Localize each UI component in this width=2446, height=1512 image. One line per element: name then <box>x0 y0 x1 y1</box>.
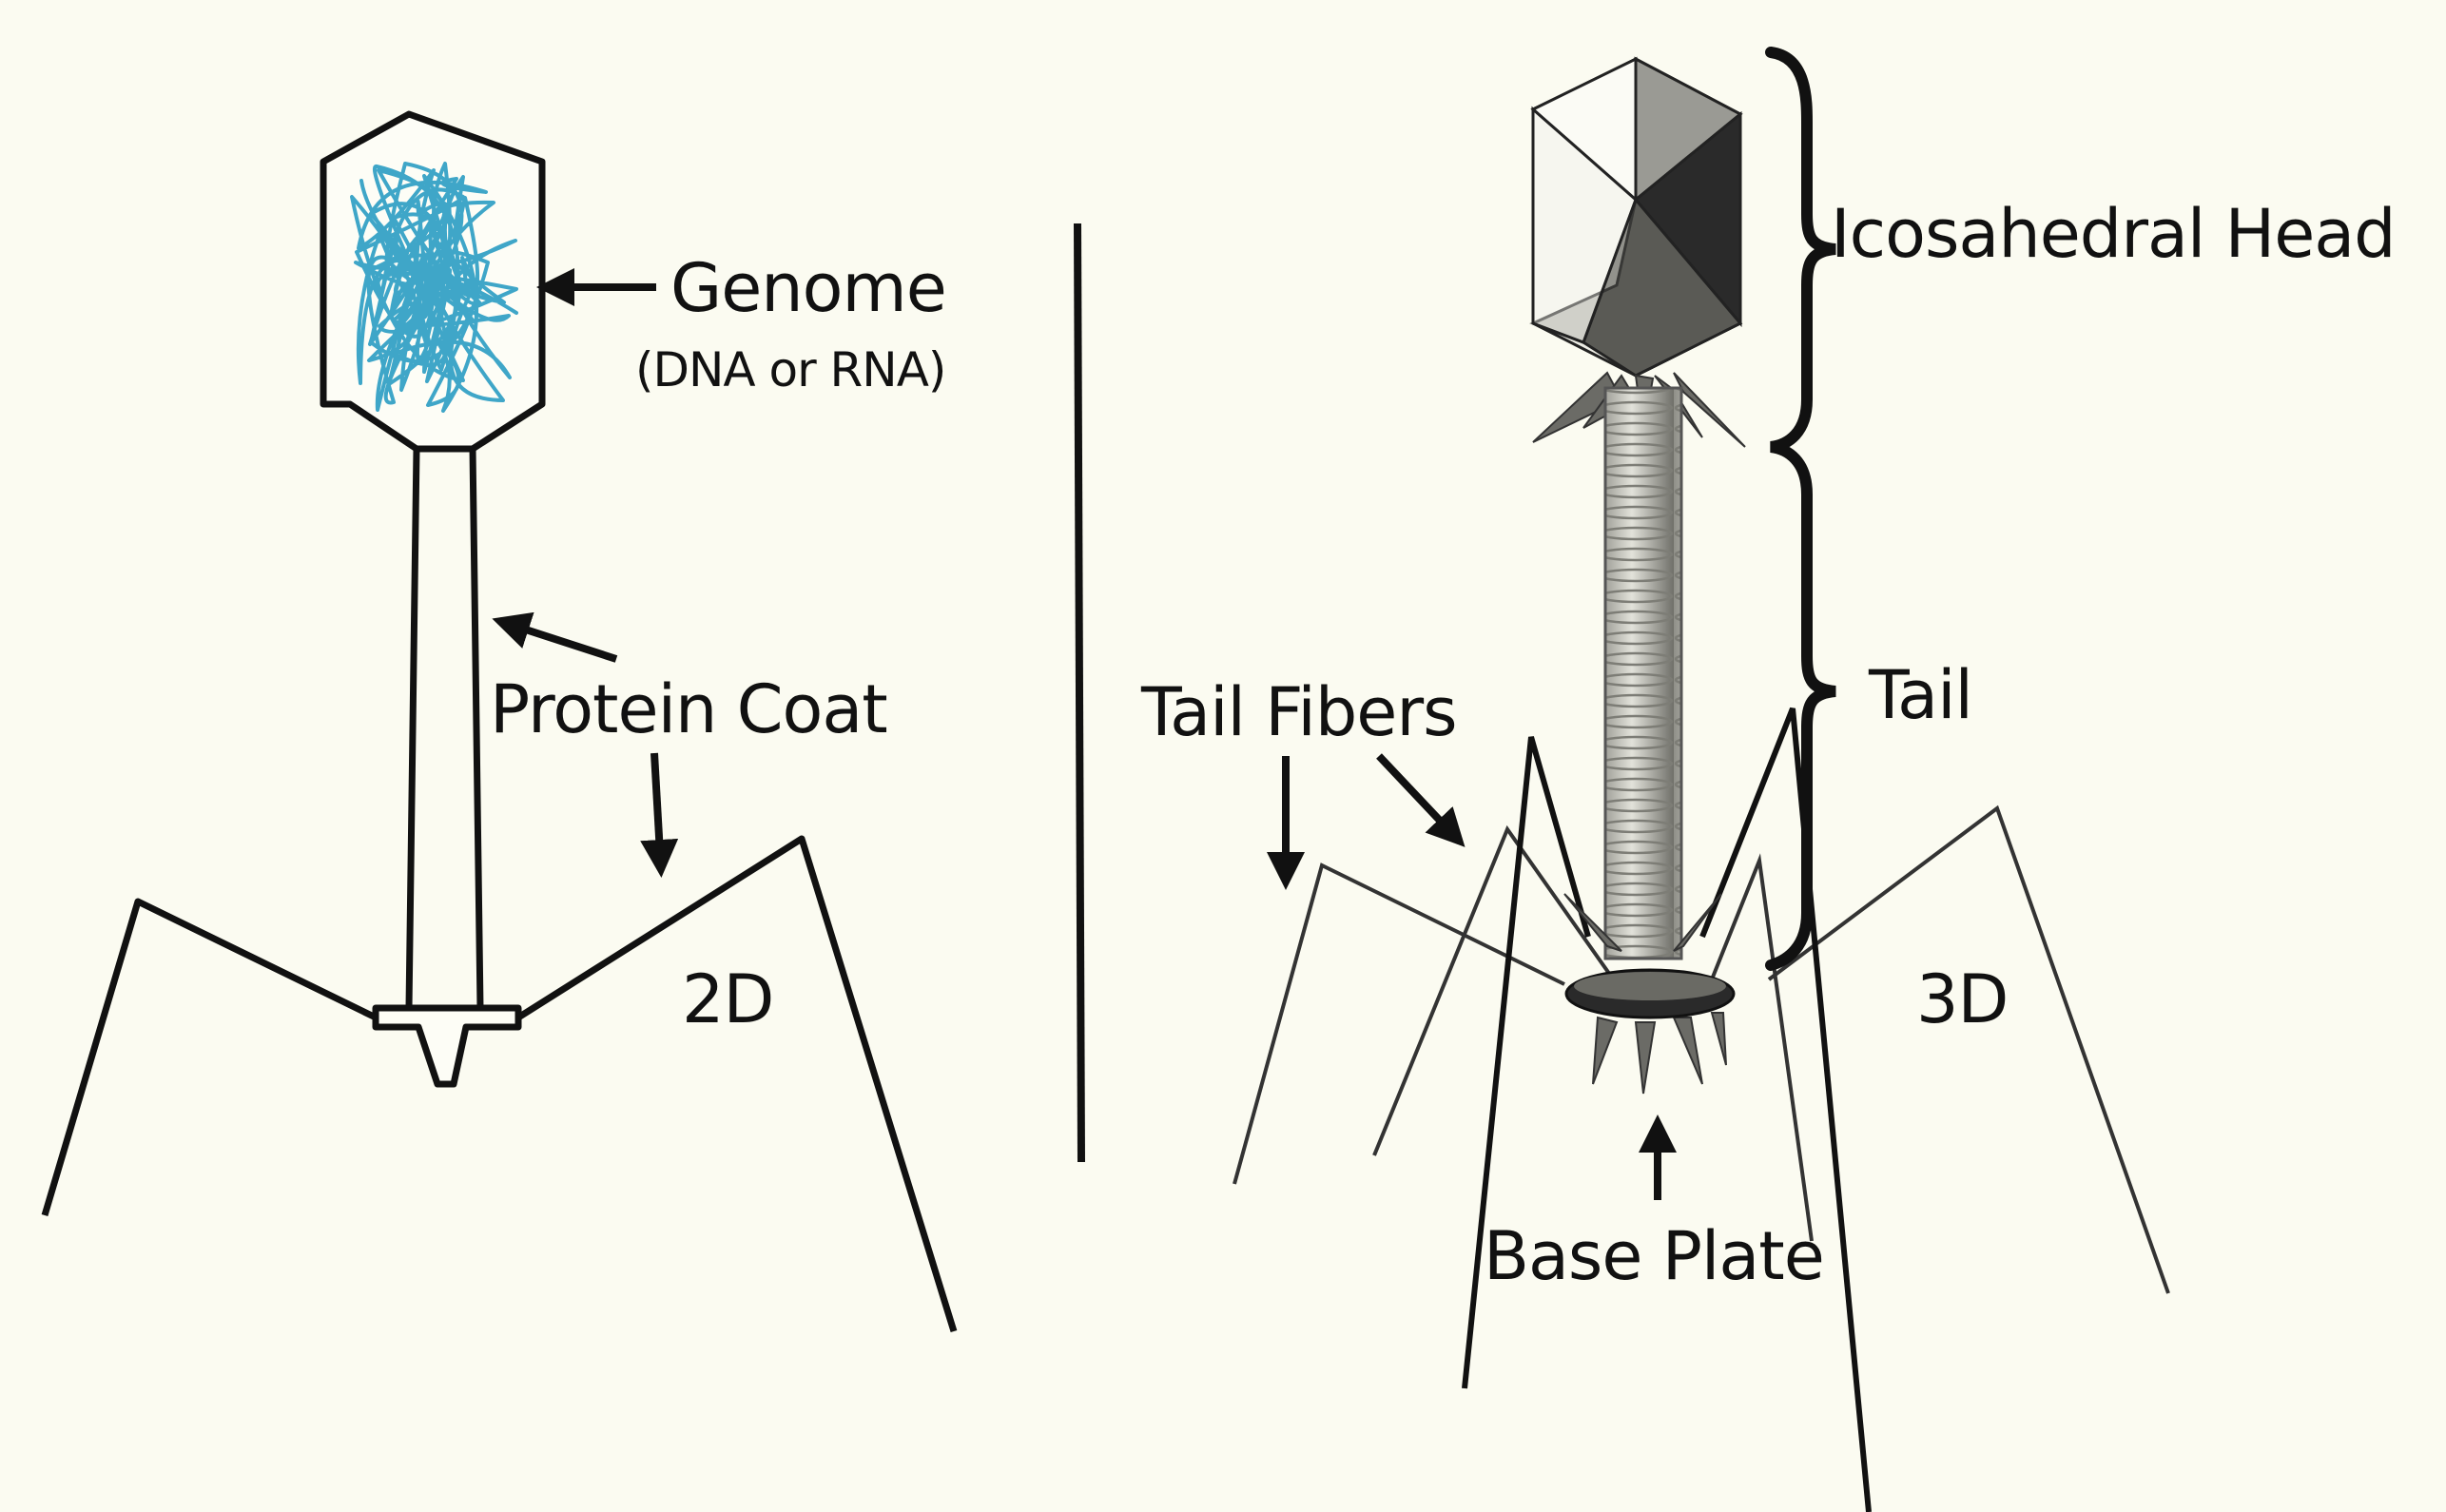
curly-brace <box>1771 52 1835 965</box>
icosahedral-head-label: Icosahedral Head <box>1831 195 2396 273</box>
protein-coat-label: Protein Coat <box>490 670 887 748</box>
divider-line <box>1077 223 1081 1162</box>
genome-label: Genome <box>670 249 946 327</box>
view-3d-label: 3D <box>1916 960 2008 1038</box>
tail-fibers-label: Tail Fibers <box>1141 673 1457 751</box>
leg-right-2d <box>518 839 954 1331</box>
tail-label: Tail <box>1869 656 1972 734</box>
leg-left-2d <box>45 901 376 1215</box>
base-plate-2d <box>376 1008 518 1084</box>
protein-coat-arrow-upper <box>499 621 616 659</box>
tail-2d <box>409 449 480 1008</box>
icosahedral-head-3d <box>1533 59 1740 376</box>
protein-coat-arrow-lower <box>654 753 661 870</box>
genome-sublabel: (DNA or RNA) <box>635 342 945 397</box>
tail-sheath-3d <box>1605 388 1681 959</box>
base-plate-label: Base Plate <box>1484 1217 1824 1295</box>
tail-fibers-arrow-right <box>1379 756 1460 842</box>
view-2d-label: 2D <box>682 960 773 1038</box>
